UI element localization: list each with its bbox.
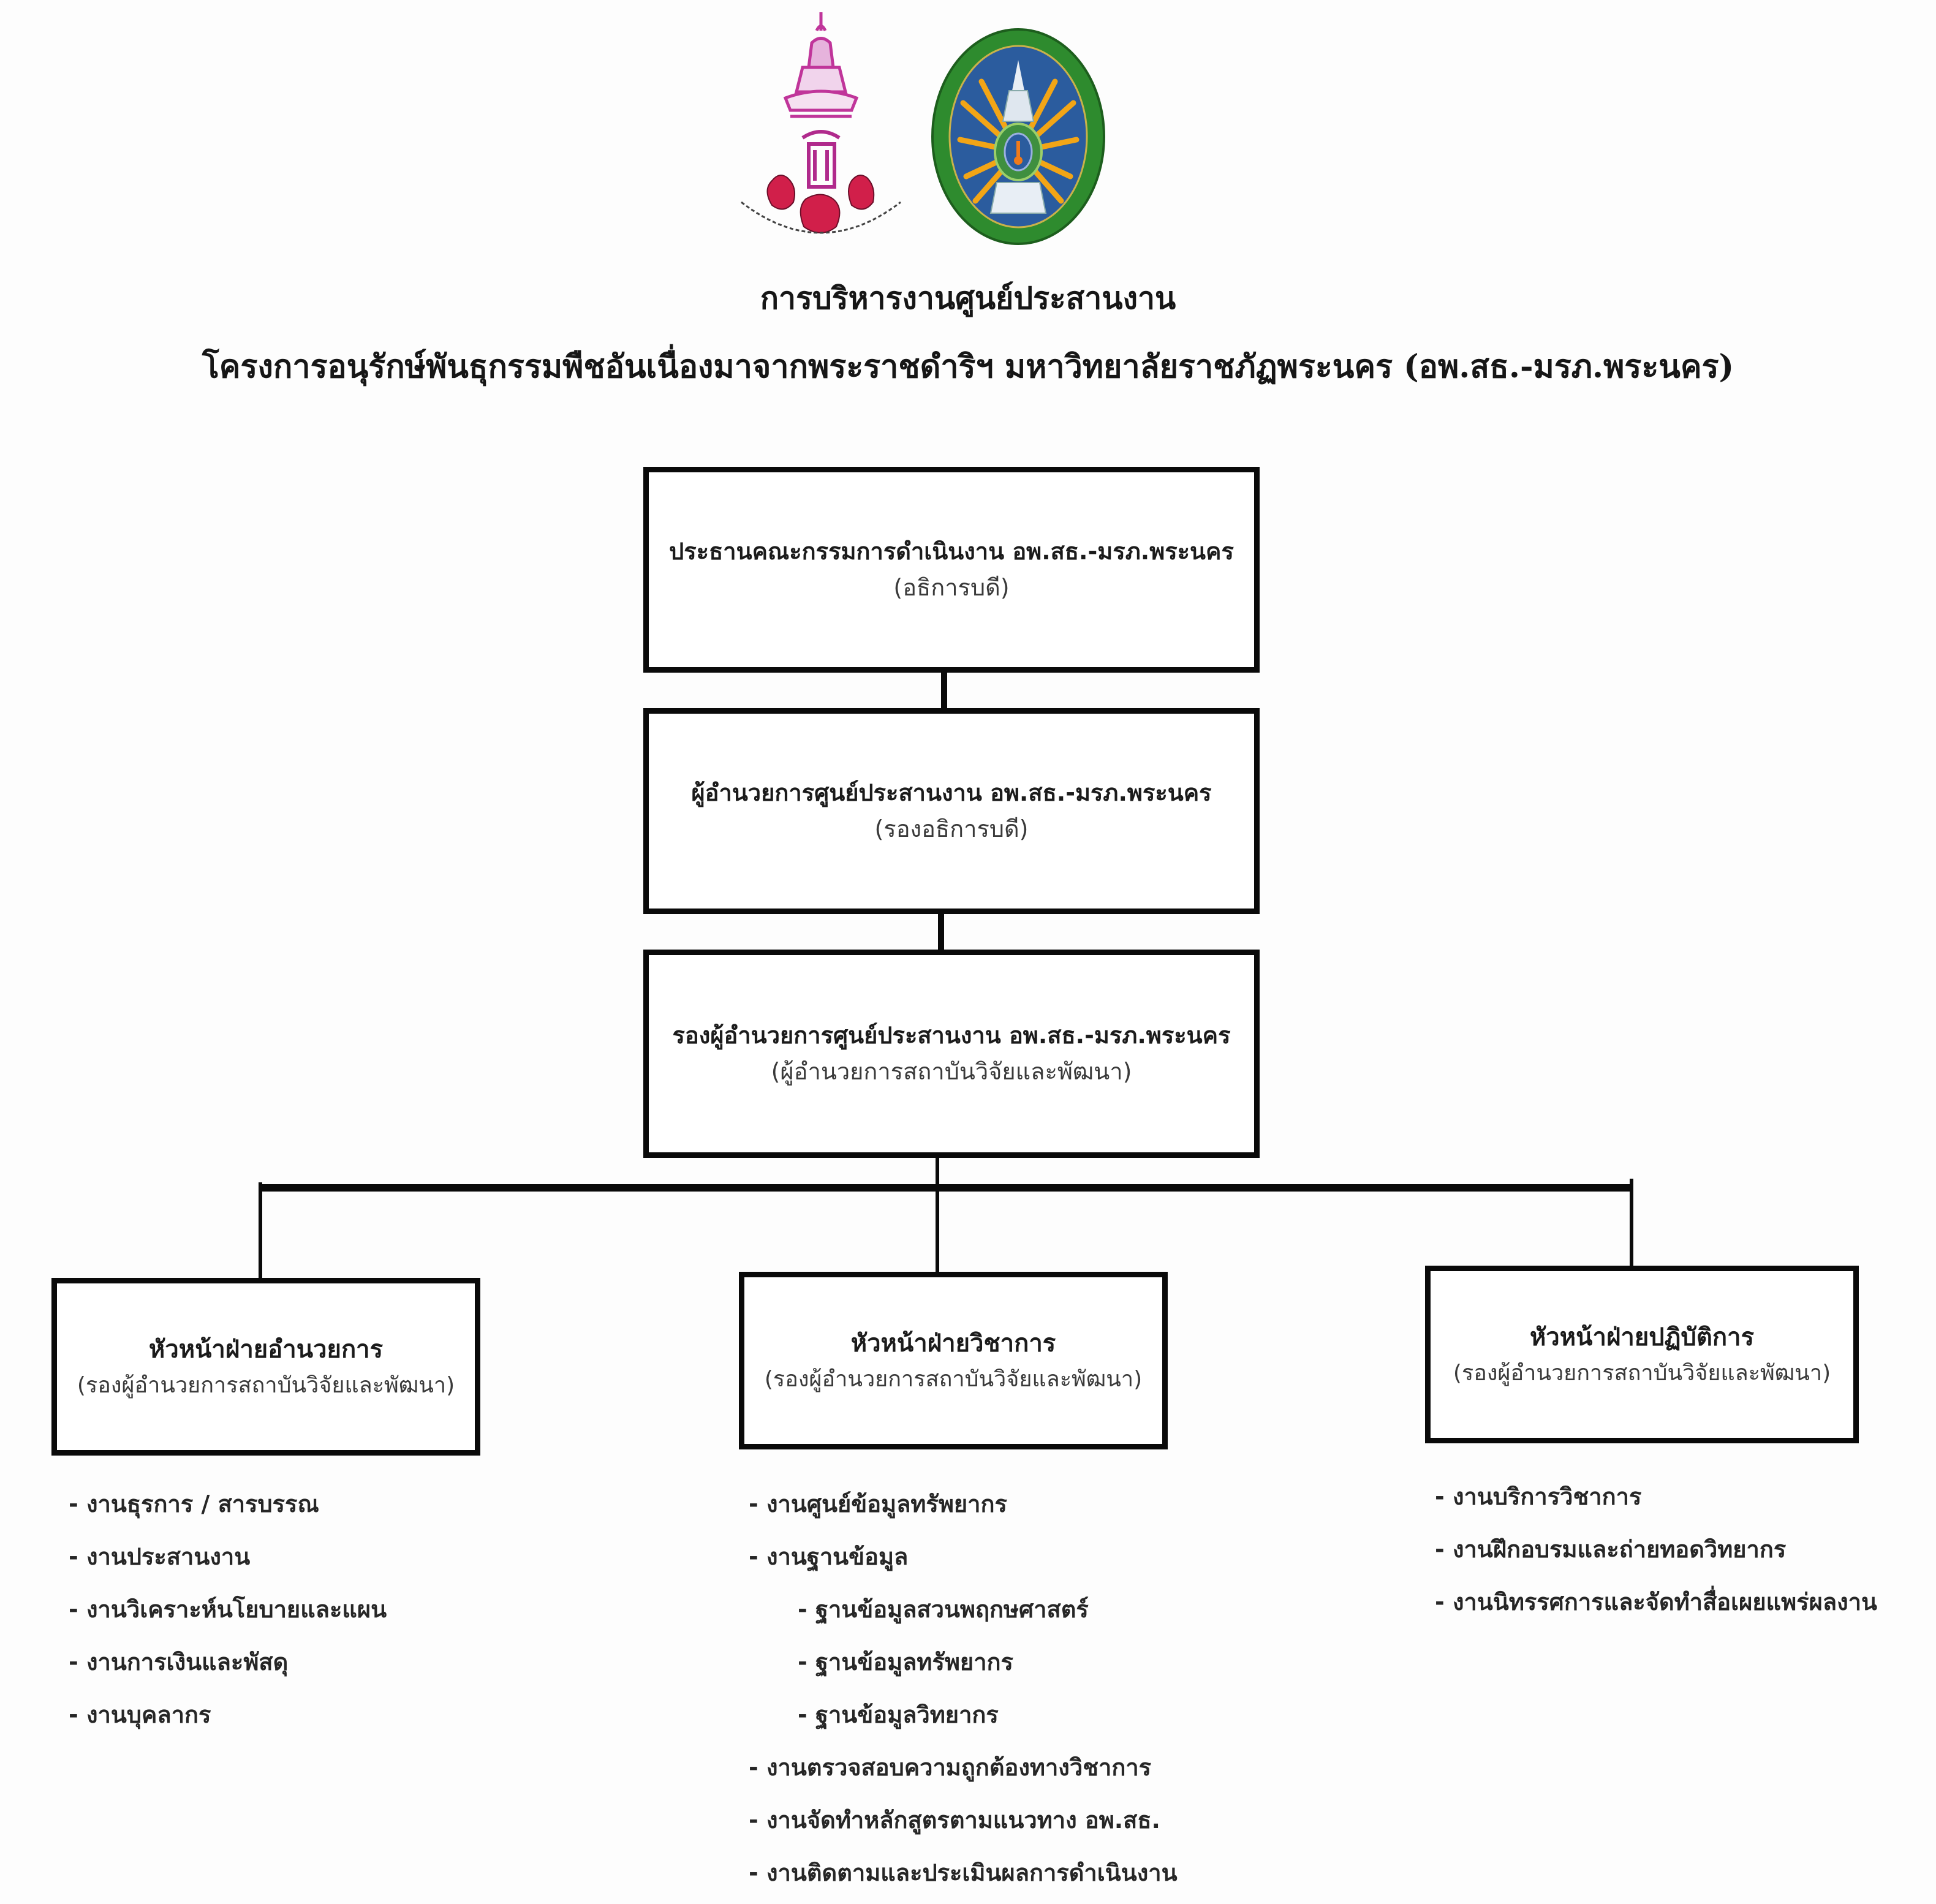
- node-operations-head: หัวหน้าฝ่ายปฏิบัติการ (รองผู้อำนวยการสถา…: [1425, 1266, 1859, 1443]
- task-item: - งานบุคลากร: [69, 1701, 211, 1728]
- node-role: หัวหน้าฝ่ายอำนวยการ: [148, 1335, 384, 1364]
- task-item: - งานการเงินและพัสดุ: [69, 1649, 289, 1675]
- connector-bus: [259, 1184, 1633, 1192]
- connector-operations-drop: [1630, 1179, 1633, 1267]
- page-subtitle: โครงการอนุรักษ์พันธุกรรมพืชอันเนื่องมาจา…: [202, 348, 1734, 385]
- connector-director-deputy: [938, 913, 944, 951]
- node-director: ผู้อำนวยการศูนย์ประสานงาน อพ.สธ.-มรภ.พระ…: [643, 708, 1260, 914]
- university-seal: [931, 28, 1105, 245]
- node-holder: (รองผู้อำนวยการสถาบันวิจัยและพัฒนา): [77, 1373, 455, 1399]
- task-item: - งานประสานงาน: [69, 1543, 251, 1570]
- operations-task-list: - งานบริการวิชาการ - งานฝึกอบรมและถ่ายทอด…: [1435, 1470, 1877, 1628]
- seal-pagoda-icon: [989, 60, 1047, 214]
- node-deputy-director: รองผู้อำนวยการศูนย์ประสานงาน อพ.สธ.-มรภ.…: [643, 950, 1260, 1158]
- emblem-caption-arc: [741, 201, 901, 234]
- task-item: - งานวิเคราะห์นโยบายและแผน: [69, 1596, 387, 1623]
- node-role: ประธานคณะกรรมการดำเนินงาน อพ.สธ.-มรภ.พระ…: [669, 538, 1234, 565]
- admin-task-list: - งานธุรการ / สารบรรณ - งานประสานงาน - งาน…: [69, 1478, 387, 1741]
- academic-task-list: - งานศูนย์ข้อมูลทรัพยากร - งานฐานข้อมูล - …: [749, 1478, 1178, 1899]
- connector-deputy-stem: [936, 1157, 939, 1273]
- node-academic-head: หัวหน้าฝ่ายวิชาการ (รองผู้อำนวยการสถาบัน…: [739, 1272, 1168, 1449]
- page-title: การบริหารงานศูนย์ประสานงาน: [760, 280, 1176, 316]
- node-role: รองผู้อำนวยการศูนย์ประสานงาน อพ.สธ.-มรภ.…: [672, 1022, 1231, 1049]
- task-item: - งานนิทรรศการและจัดทำสื่อเผยแพร่ผลงาน: [1435, 1589, 1878, 1615]
- sub-task-item: - ฐานข้อมูลสวนพฤกษศาสตร์: [798, 1596, 1089, 1623]
- emblem-crown-icon: [783, 12, 859, 118]
- task-item: - งานธุรการ / สารบรรณ: [69, 1490, 319, 1517]
- node-holder: (อธิการบดี): [893, 574, 1010, 601]
- task-item: - งานตรวจสอบความถูกต้องทางวิชาการ: [749, 1754, 1152, 1781]
- emblem-monogram-icon: [801, 130, 841, 189]
- sub-task-item: - ฐานข้อมูลทรัพยากร: [798, 1649, 1013, 1675]
- node-role: หัวหน้าฝ่ายวิชาการ: [850, 1329, 1056, 1358]
- task-item: - งานศูนย์ข้อมูลทรัพยากร: [749, 1490, 1007, 1517]
- node-holder: (ผู้อำนวยการสถาบันวิจัยและพัฒนา): [771, 1058, 1132, 1085]
- node-admin-head: หัวหน้าฝ่ายอำนวยการ (รองผู้อำนวยการสถาบั…: [51, 1278, 480, 1456]
- node-chair: ประธานคณะกรรมการดำเนินงาน อพ.สธ.-มรภ.พระ…: [643, 467, 1260, 673]
- task-item: - งานฝึกอบรมและถ่ายทอดวิทยากร: [1435, 1536, 1787, 1563]
- sub-task-item: - ฐานข้อมูลวิทยากร: [798, 1701, 999, 1728]
- emblem-flower-icon: [766, 175, 875, 233]
- node-role: ผู้อำนวยการศูนย์ประสานงาน อพ.สธ.-มรภ.พระ…: [691, 779, 1212, 807]
- node-holder: (รองอธิการบดี): [874, 815, 1029, 842]
- node-role: หัวหน้าฝ่ายปฏิบัติการ: [1529, 1323, 1755, 1352]
- task-item: - งานบริการวิชาการ: [1435, 1483, 1642, 1510]
- connector-chair-director: [941, 671, 947, 709]
- royal-project-emblem: [741, 12, 901, 234]
- node-holder: (รองผู้อำนวยการสถาบันวิจัยและพัฒนา): [764, 1367, 1143, 1392]
- node-holder: (รองผู้อำนวยการสถาบันวิจัยและพัฒนา): [1453, 1361, 1831, 1386]
- connector-admin-drop: [259, 1182, 262, 1279]
- task-item: - งานติดตามและประเมินผลการดำเนินงาน: [749, 1859, 1178, 1886]
- task-item: - งานจัดทำหลักสูตรตามแนวทาง อพ.สธ.: [749, 1807, 1160, 1834]
- task-item: - งานฐานข้อมูล: [749, 1543, 909, 1570]
